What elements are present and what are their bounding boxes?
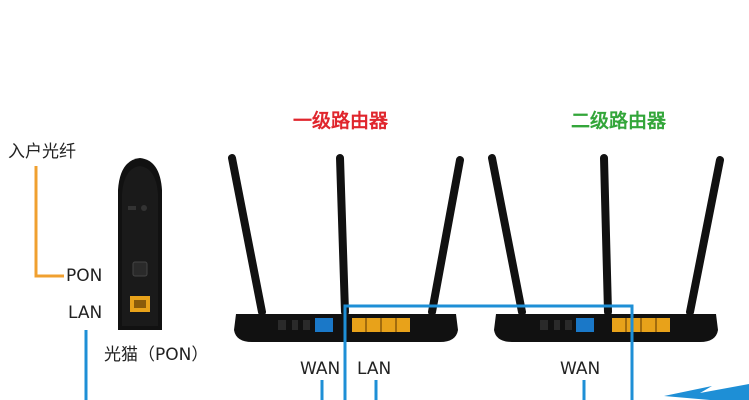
- router-1: [228, 154, 464, 342]
- router-2: [488, 154, 724, 342]
- fiber-in-label: 入户光纤: [8, 142, 76, 162]
- router2-wan-label: WAN: [560, 359, 601, 379]
- router1-wan-label: WAN: [300, 359, 341, 379]
- arrow-icon: [664, 384, 749, 400]
- optical-modem: [118, 158, 162, 330]
- fiber-line: [34, 166, 64, 278]
- router1-title: 一级路由器: [293, 110, 389, 132]
- router-link-cable: [343, 304, 634, 400]
- router2-title: 二级路由器: [571, 110, 667, 132]
- modem-lan-label: LAN: [68, 303, 103, 323]
- router1-lan-label: LAN: [357, 359, 392, 379]
- modem-label: 光猫（PON）: [104, 345, 209, 365]
- pon-label: PON: [66, 266, 103, 286]
